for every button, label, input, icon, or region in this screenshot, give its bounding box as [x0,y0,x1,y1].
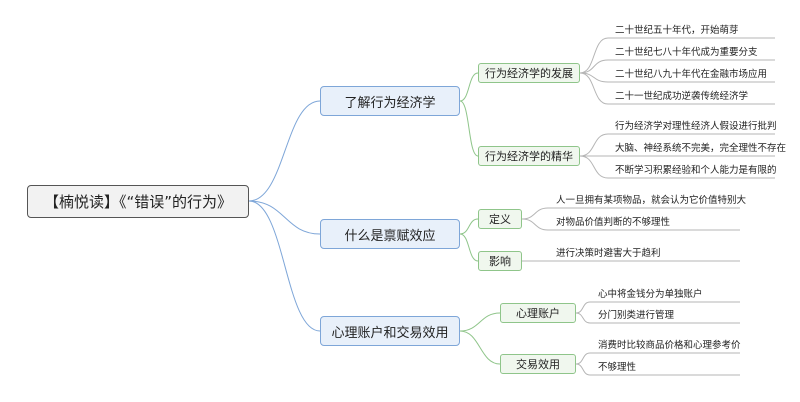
link-branch-1-child-1 [459,72,479,102]
leaf-3-1-1[interactable]: 心中将金钱分为单独账户 [598,289,703,300]
leaf-1-2-1[interactable]: 行为经济学对理性经济人假设进行批判 [615,121,777,132]
link-leaf-1-2-1 [579,133,775,157]
link-root-branch-3 [248,200,321,332]
leaf-3-2-1[interactable]: 消费时比较商品价格和心理参考价 [598,340,741,351]
leaf-3-1-2[interactable]: 分门别类进行管理 [598,310,675,321]
subtopic-mental-account[interactable]: 心理账户 [500,303,576,323]
link-branch-1-child-2 [459,100,479,157]
subtopic-essence[interactable]: 行为经济学的精华 [478,146,580,166]
link-leaf-1-2-3 [579,155,775,179]
subtopic-development[interactable]: 行为经济学的发展 [478,63,580,83]
branch-understanding-behavioral-economics[interactable]: 了解行为经济学 [320,86,460,116]
leaf-3-2-2[interactable]: 不够理性 [598,362,637,373]
link-branch-2-child-2 [459,233,479,262]
subtopic-transaction-utility[interactable]: 交易效用 [500,354,576,374]
link-root-branch-2 [248,200,321,235]
leaf-2-2-1[interactable]: 进行决策时避害大于趋利 [556,248,661,259]
leaf-1-1-2[interactable]: 二十世纪七八十年代成为重要分支 [615,47,758,58]
link-branch-3-child-1 [459,312,501,332]
subtopic-influence[interactable]: 影响 [478,251,522,271]
leaf-1-1-3[interactable]: 二十世纪八九十年代在金融市场应用 [615,69,768,80]
leaf-2-1-1[interactable]: 人一旦拥有某项物品，就会认为它价值特别大 [556,195,747,206]
leaf-1-1-4[interactable]: 二十一世纪成功逆袭传统经济学 [615,91,749,102]
leaf-1-1-1[interactable]: 二十世纪五十年代，开始萌芽 [615,25,739,36]
link-leaf-3-2-1 [575,352,740,365]
link-leaf-3-1-2 [575,312,740,324]
link-leaf-3-1-1 [575,301,740,314]
branch-mental-accounting[interactable]: 心理账户和交易效用 [320,316,460,346]
link-leaf-1-1-4 [579,72,775,105]
link-leaf-3-2-2 [575,363,740,376]
link-leaf-1-1-3 [579,72,775,83]
link-branch-2-child-1 [459,218,479,235]
link-leaf-2-1-1 [521,207,740,220]
leaf-1-2-3[interactable]: 不断学习积累经验和个人能力是有限的 [615,165,777,176]
link-branch-3-child-2 [459,330,501,365]
leaf-1-2-2[interactable]: 大脑、神经系统不完美，完全理性不存在 [615,143,787,154]
leaf-2-1-2[interactable]: 对物品价值判断的不够理性 [556,217,671,228]
link-leaf-2-1-2 [521,218,740,231]
link-leaf-1-1-1 [579,37,775,74]
link-root-branch-1 [248,100,321,202]
link-leaf-1-1-2 [579,59,775,74]
branch-endowment-effect[interactable]: 什么是禀赋效应 [320,219,460,249]
subtopic-definition[interactable]: 定义 [478,209,522,229]
root-topic[interactable]: 【楠悦读】《“错误”的行为》 [27,185,249,218]
